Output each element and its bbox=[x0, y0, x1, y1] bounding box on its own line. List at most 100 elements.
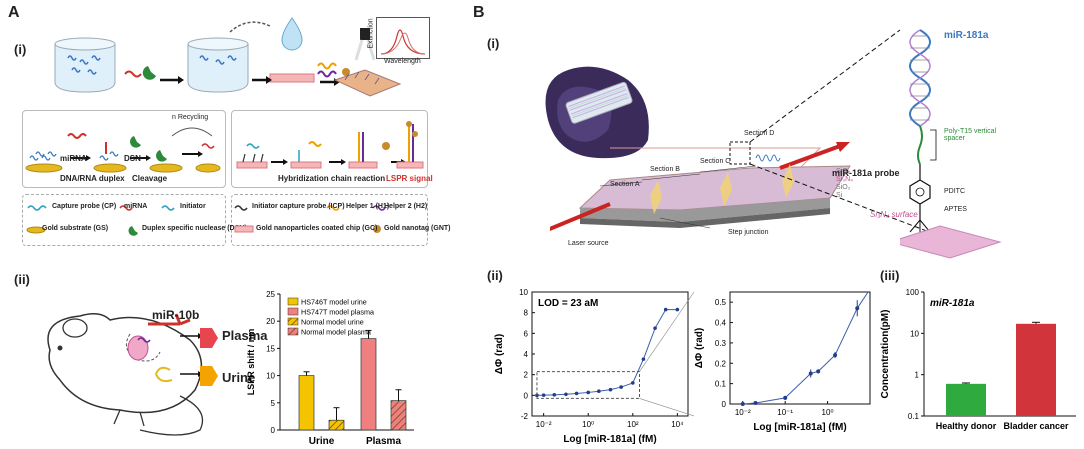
legend-swatch bbox=[287, 297, 299, 306]
workflow-right-art bbox=[236, 121, 424, 169]
data-point bbox=[552, 393, 557, 397]
panel-a-i-label: (i) bbox=[14, 42, 27, 57]
bar bbox=[390, 400, 407, 431]
molecule-pditc-label: PDITC bbox=[944, 188, 965, 195]
y-tick-label: 2 bbox=[524, 371, 529, 380]
legend-left-swatches bbox=[26, 205, 175, 236]
step-label-dsn: DSN bbox=[124, 154, 141, 163]
workflow-box-left bbox=[22, 110, 226, 188]
panel-a-ii-label: (ii) bbox=[14, 272, 30, 287]
y-tick-label: -2 bbox=[521, 412, 529, 421]
x-tick-label: 10⁻² bbox=[735, 408, 751, 417]
lod-annotation: LOD = 23 aM bbox=[538, 298, 598, 309]
chart-concentration: 0.1110100Concentration(pM)miR-181aHealth… bbox=[880, 288, 1076, 431]
molecule-probe-label: miR-181a probe bbox=[832, 168, 900, 178]
data-point bbox=[597, 389, 601, 393]
y-tick-label: 25 bbox=[266, 290, 275, 299]
data-point bbox=[783, 395, 788, 400]
legend-label: Normal model plasma bbox=[301, 328, 371, 337]
y-axis-label: Concentration(pM) bbox=[880, 310, 891, 399]
probe-molecule bbox=[900, 29, 1002, 259]
legend-swatch bbox=[287, 307, 299, 316]
y-tick-label: 0 bbox=[524, 391, 529, 400]
data-point bbox=[675, 307, 680, 312]
zoom-connector bbox=[639, 291, 694, 372]
panel-b-i-label: (i) bbox=[487, 36, 500, 51]
spectrum-ylabel: Extinction bbox=[367, 18, 375, 49]
data-point bbox=[833, 353, 838, 358]
molecule-surface-label: Si₃N₄ surface bbox=[870, 210, 918, 219]
spectrum-xlabel: Wavelength bbox=[384, 58, 421, 65]
x-tick-label: 10² bbox=[627, 420, 639, 429]
legend-initiator: Initiator bbox=[180, 203, 206, 210]
zoom-box bbox=[536, 371, 641, 399]
caption-hcr: Hybridization chain reaction bbox=[278, 174, 386, 183]
panel-b-ii-label: (ii) bbox=[487, 268, 503, 283]
y-axis-label: LSPR shift / nm bbox=[246, 329, 256, 396]
x-tick-label: 10⁻¹ bbox=[777, 408, 793, 417]
fit-curve bbox=[536, 309, 678, 396]
legend-box-right bbox=[231, 194, 428, 246]
y-tick-label: 0.4 bbox=[715, 319, 727, 328]
chip-section-b: Section B bbox=[650, 166, 680, 173]
y-tick-label: 0.2 bbox=[715, 359, 727, 368]
data-point bbox=[740, 402, 745, 406]
chip-section-d: Section D bbox=[744, 130, 775, 137]
beaker-2 bbox=[187, 37, 249, 93]
data-point bbox=[541, 393, 546, 397]
x-axis-label: Log [miR-181a] (fM) bbox=[753, 422, 846, 433]
legend-cp: Capture probe (CP) bbox=[52, 203, 117, 210]
chip-layer-sio2-bottom: SiO₂ bbox=[836, 184, 851, 191]
data-point bbox=[574, 391, 579, 396]
waveguide-chip bbox=[550, 141, 851, 232]
x-tick-label: 10⁰ bbox=[582, 420, 594, 429]
molecule-aptes-label: APTES bbox=[944, 206, 967, 213]
data-point bbox=[663, 307, 668, 312]
data-point bbox=[641, 357, 646, 361]
x-category-label: Healthy donor bbox=[936, 421, 997, 431]
data-point bbox=[619, 385, 623, 389]
legend-label: HS746T model urine bbox=[301, 298, 367, 307]
molecule-spacer-label: Poly-T15 vertical spacer bbox=[944, 128, 997, 142]
data-point bbox=[564, 392, 568, 397]
legend-label: HS747T model plasma bbox=[301, 308, 374, 317]
data-point bbox=[586, 390, 591, 395]
caption-lspr: LSPR signal bbox=[386, 174, 433, 183]
step-label-mirna: miRNA bbox=[60, 154, 87, 163]
bar bbox=[328, 419, 345, 431]
legend-gc: Gold nanoparticles coated chip (GC) bbox=[256, 225, 378, 232]
y-tick-label: 1 bbox=[915, 371, 920, 380]
mouse-plasma-label: Plasma bbox=[222, 328, 268, 343]
y-tick-label: 10 bbox=[910, 329, 919, 338]
data-point bbox=[608, 387, 613, 392]
y-tick-label: 15 bbox=[266, 344, 275, 353]
chip-section-a: Section A bbox=[610, 181, 640, 188]
x-category-label: Plasma bbox=[366, 436, 401, 447]
x-axis-label: Log [miR-181a] (fM) bbox=[563, 434, 656, 445]
legend-swatch bbox=[287, 327, 299, 336]
workflow-left-art bbox=[25, 127, 221, 173]
y-tick-label: 0.5 bbox=[715, 298, 727, 307]
plot-frame bbox=[729, 291, 871, 405]
y-tick-label: 8 bbox=[524, 309, 529, 318]
x-tick-label: 10⁻² bbox=[536, 420, 552, 429]
y-axis-label: ΔΦ (rad) bbox=[494, 334, 505, 374]
y-tick-label: 6 bbox=[524, 329, 529, 338]
y-tick-label: 0 bbox=[722, 400, 727, 409]
y-tick-label: 10 bbox=[519, 288, 528, 297]
bar bbox=[946, 383, 986, 416]
step-label-recycling: n Recycling bbox=[172, 114, 209, 121]
workflow-box-right bbox=[231, 110, 428, 188]
bar bbox=[1016, 323, 1056, 416]
mouse-urine-label: Urine bbox=[222, 370, 256, 385]
legend-h1: Helper 1 (H1) bbox=[346, 203, 390, 210]
x-tick-label: 10⁴ bbox=[671, 420, 684, 429]
chip-layer-sio2-top: SiO₂ bbox=[836, 168, 851, 175]
data-point bbox=[808, 371, 813, 376]
y-tick-label: 5 bbox=[271, 399, 276, 408]
y-tick-label: 100 bbox=[906, 288, 920, 297]
beaker-1 bbox=[54, 37, 116, 93]
zoom-connector bbox=[639, 398, 694, 417]
